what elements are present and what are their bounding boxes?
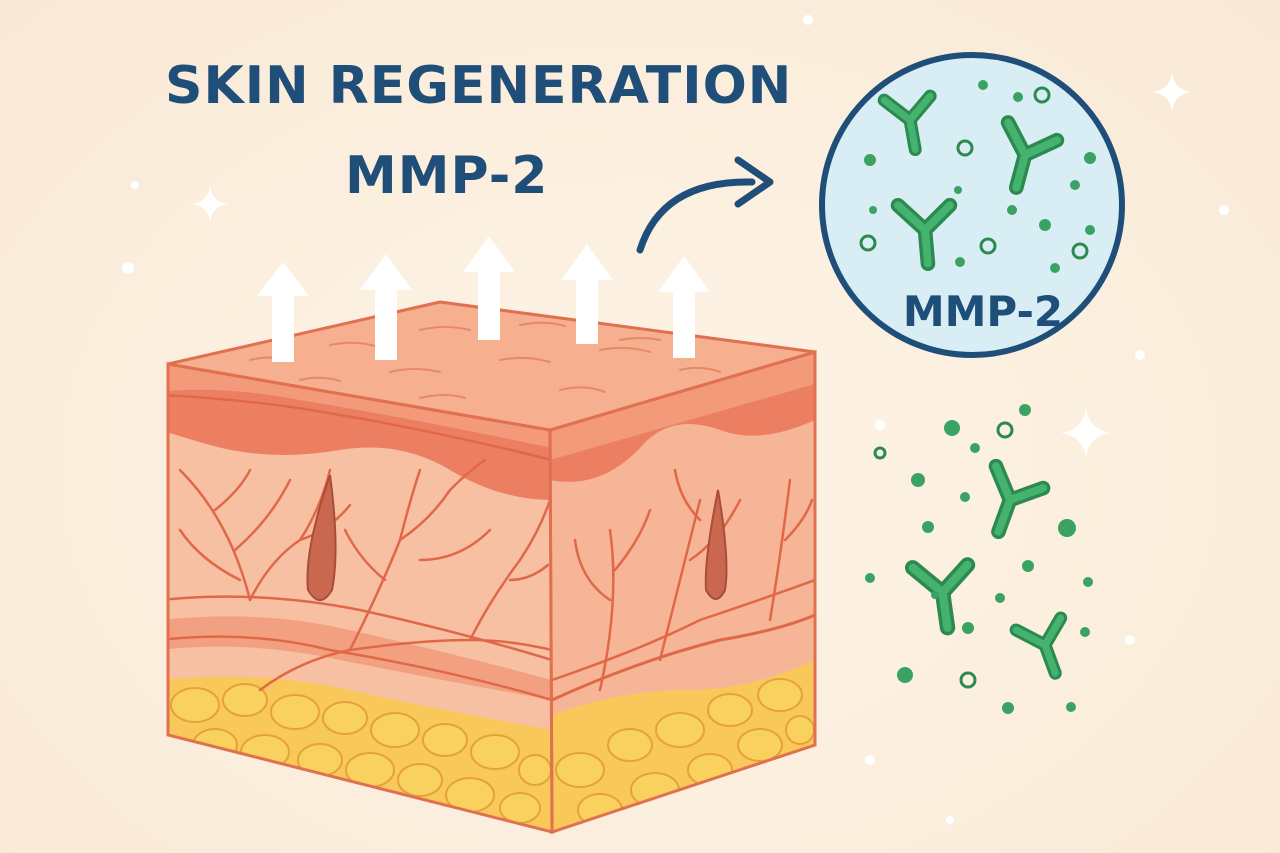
- skin-block-front-face: [166, 362, 554, 834]
- curved-arrow-icon: [636, 156, 774, 254]
- enzyme-dots: [864, 80, 1096, 273]
- title-line-1: SKIN REGENERATION: [165, 56, 793, 116]
- zoom-circle: [819, 52, 1125, 358]
- hair-follicle-icon: [704, 489, 728, 600]
- sparkle-dots: [122, 15, 1229, 824]
- hair-follicle-icon: [306, 474, 337, 601]
- zoom-circle-label: MMP-2: [902, 287, 1064, 336]
- scattered-enzymes: [865, 404, 1093, 714]
- title-line-2: MMP-2: [345, 146, 549, 206]
- skin-block-top-face: [166, 300, 817, 432]
- skin-block-right-face: [548, 349, 817, 835]
- enzyme-icon: [913, 466, 1078, 681]
- up-arrow-icon: [257, 236, 710, 362]
- enzyme-rings: [859, 86, 1089, 260]
